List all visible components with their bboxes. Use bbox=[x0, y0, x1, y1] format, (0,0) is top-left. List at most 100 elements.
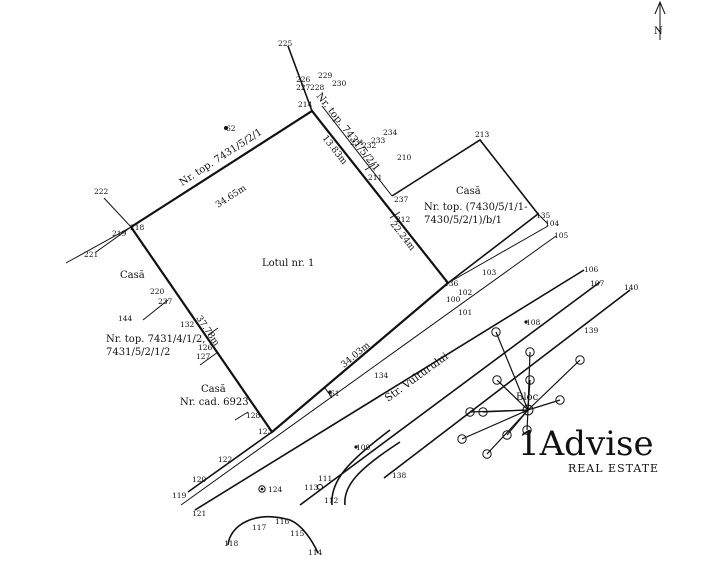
point-108: 108 bbox=[526, 318, 541, 327]
point-232: 232 bbox=[362, 141, 377, 150]
point-234: 234 bbox=[383, 128, 398, 137]
point-211: 211 bbox=[368, 173, 382, 182]
logo-node bbox=[491, 327, 501, 337]
road-lines bbox=[180, 225, 631, 554]
point-230: 230 bbox=[332, 79, 347, 88]
point-100: 100 bbox=[446, 295, 461, 304]
point-120: 120 bbox=[192, 475, 207, 484]
logo-link bbox=[496, 379, 529, 411]
point-114: 114 bbox=[308, 548, 323, 557]
point-222: 222 bbox=[94, 187, 109, 196]
logo-node bbox=[575, 355, 585, 365]
point-228: 228 bbox=[310, 83, 325, 92]
point-219: 219 bbox=[112, 229, 127, 238]
point-233: 233 bbox=[371, 136, 386, 145]
logo-node bbox=[482, 449, 492, 459]
logo-link bbox=[486, 409, 529, 455]
point-226: 226 bbox=[296, 75, 311, 84]
point-markers bbox=[224, 126, 528, 493]
logo-node bbox=[525, 347, 535, 357]
point-119: 119 bbox=[172, 491, 187, 500]
point-210: 210 bbox=[397, 153, 412, 162]
logo-link bbox=[461, 409, 529, 440]
point-225: 225 bbox=[278, 39, 293, 48]
logo-link bbox=[527, 359, 581, 411]
point-116: 116 bbox=[275, 517, 290, 526]
point-212: 212 bbox=[396, 215, 411, 224]
logo-link bbox=[482, 409, 529, 413]
point-229: 229 bbox=[318, 71, 333, 80]
north-arrow-icon: N bbox=[654, 0, 666, 40]
neighbour-top-label: Nr. top. 7431/5/2/1 bbox=[178, 127, 265, 189]
point-227: 227 bbox=[296, 83, 311, 92]
logo-node bbox=[522, 425, 532, 435]
logo-node bbox=[555, 395, 565, 405]
point-128: 128 bbox=[246, 411, 261, 420]
logo-subtitle: REAL ESTATE bbox=[568, 462, 659, 475]
point-214: 214 bbox=[298, 100, 313, 109]
lot-label: Lotul nr. 1 bbox=[262, 258, 314, 269]
point-62: 62 bbox=[226, 124, 236, 133]
logo-node bbox=[478, 407, 488, 417]
dimension-labels: 34.65m 13.83m 22.24m 34.03m 37.78m bbox=[194, 134, 417, 371]
point-138: 138 bbox=[392, 471, 407, 480]
dimension-bottom: 34.03m bbox=[340, 340, 373, 370]
point-218: 218 bbox=[130, 223, 145, 232]
point-101: 101 bbox=[458, 308, 472, 317]
right-house-title: Casă bbox=[456, 186, 481, 197]
dimension-top: 34.65m bbox=[214, 183, 249, 210]
neighbour-boundaries bbox=[65, 45, 549, 421]
point-117: 117 bbox=[252, 523, 267, 532]
point-132: 132 bbox=[180, 320, 195, 329]
point-213: 213 bbox=[475, 130, 490, 139]
point-220: 220 bbox=[150, 287, 165, 296]
bloc-label: Bloc bbox=[516, 392, 539, 403]
point-105: 105 bbox=[554, 231, 569, 240]
point-237-right: 237 bbox=[394, 195, 409, 204]
point-121: 121 bbox=[192, 509, 206, 518]
logo-hub bbox=[522, 404, 534, 416]
point-numbers: 225 229 230 226 227 228 214 234 233 232 … bbox=[84, 39, 639, 557]
point-134: 134 bbox=[374, 371, 389, 380]
point-109: 109 bbox=[356, 443, 371, 452]
point-135: 135 bbox=[536, 211, 551, 220]
point-61: 61 bbox=[330, 389, 340, 398]
point-104: 104 bbox=[545, 219, 560, 228]
boundary-ticks bbox=[207, 163, 401, 399]
logo-link bbox=[527, 399, 561, 411]
point-115: 115 bbox=[290, 529, 305, 538]
logo-node bbox=[502, 430, 512, 440]
street-name: Str. Vulturului bbox=[383, 350, 451, 404]
point-111: 111 bbox=[318, 474, 332, 483]
logo-link bbox=[526, 409, 529, 431]
left-ref-line2: 7431/5/2/1/2 bbox=[106, 347, 170, 358]
logo-wordmark: 1Advise bbox=[518, 424, 654, 464]
point-126: 126 bbox=[198, 343, 213, 352]
point-144: 144 bbox=[118, 314, 133, 323]
point-140: 140 bbox=[624, 283, 639, 292]
point-231: 231 bbox=[350, 138, 364, 147]
point-112: 112 bbox=[324, 496, 339, 505]
right-house-ref: Nr. top. (7430/5/1/1- bbox=[424, 202, 528, 213]
point-221: 221 bbox=[84, 250, 98, 259]
point-139: 139 bbox=[584, 326, 599, 335]
logo-node bbox=[525, 375, 535, 385]
point-106: 106 bbox=[584, 265, 599, 274]
logo-node bbox=[492, 375, 502, 385]
point-127: 127 bbox=[196, 352, 211, 361]
right-house-ref2: 7430/5/2/1)/b/1 bbox=[424, 215, 502, 226]
left-ref-line1: Nr. top. 7431/4/1/2, bbox=[106, 334, 205, 345]
left-house-title: Casă bbox=[120, 270, 145, 281]
point-237-left: 237 bbox=[158, 297, 173, 306]
point-136: 136 bbox=[444, 279, 459, 288]
lower-house-ref: Nr. cad. 6923 bbox=[180, 397, 249, 408]
point-124: 124 bbox=[268, 485, 283, 494]
point-107: 107 bbox=[590, 279, 605, 288]
logo-node bbox=[465, 407, 475, 417]
lower-house-title: Casă bbox=[201, 384, 226, 395]
point-122: 122 bbox=[218, 455, 233, 464]
parcel-labels: Lotul nr. 1 Nr. top. 7431/5/2/1 Nr. top.… bbox=[106, 91, 528, 408]
point-118: 118 bbox=[224, 539, 239, 548]
north-label: N bbox=[654, 26, 663, 37]
